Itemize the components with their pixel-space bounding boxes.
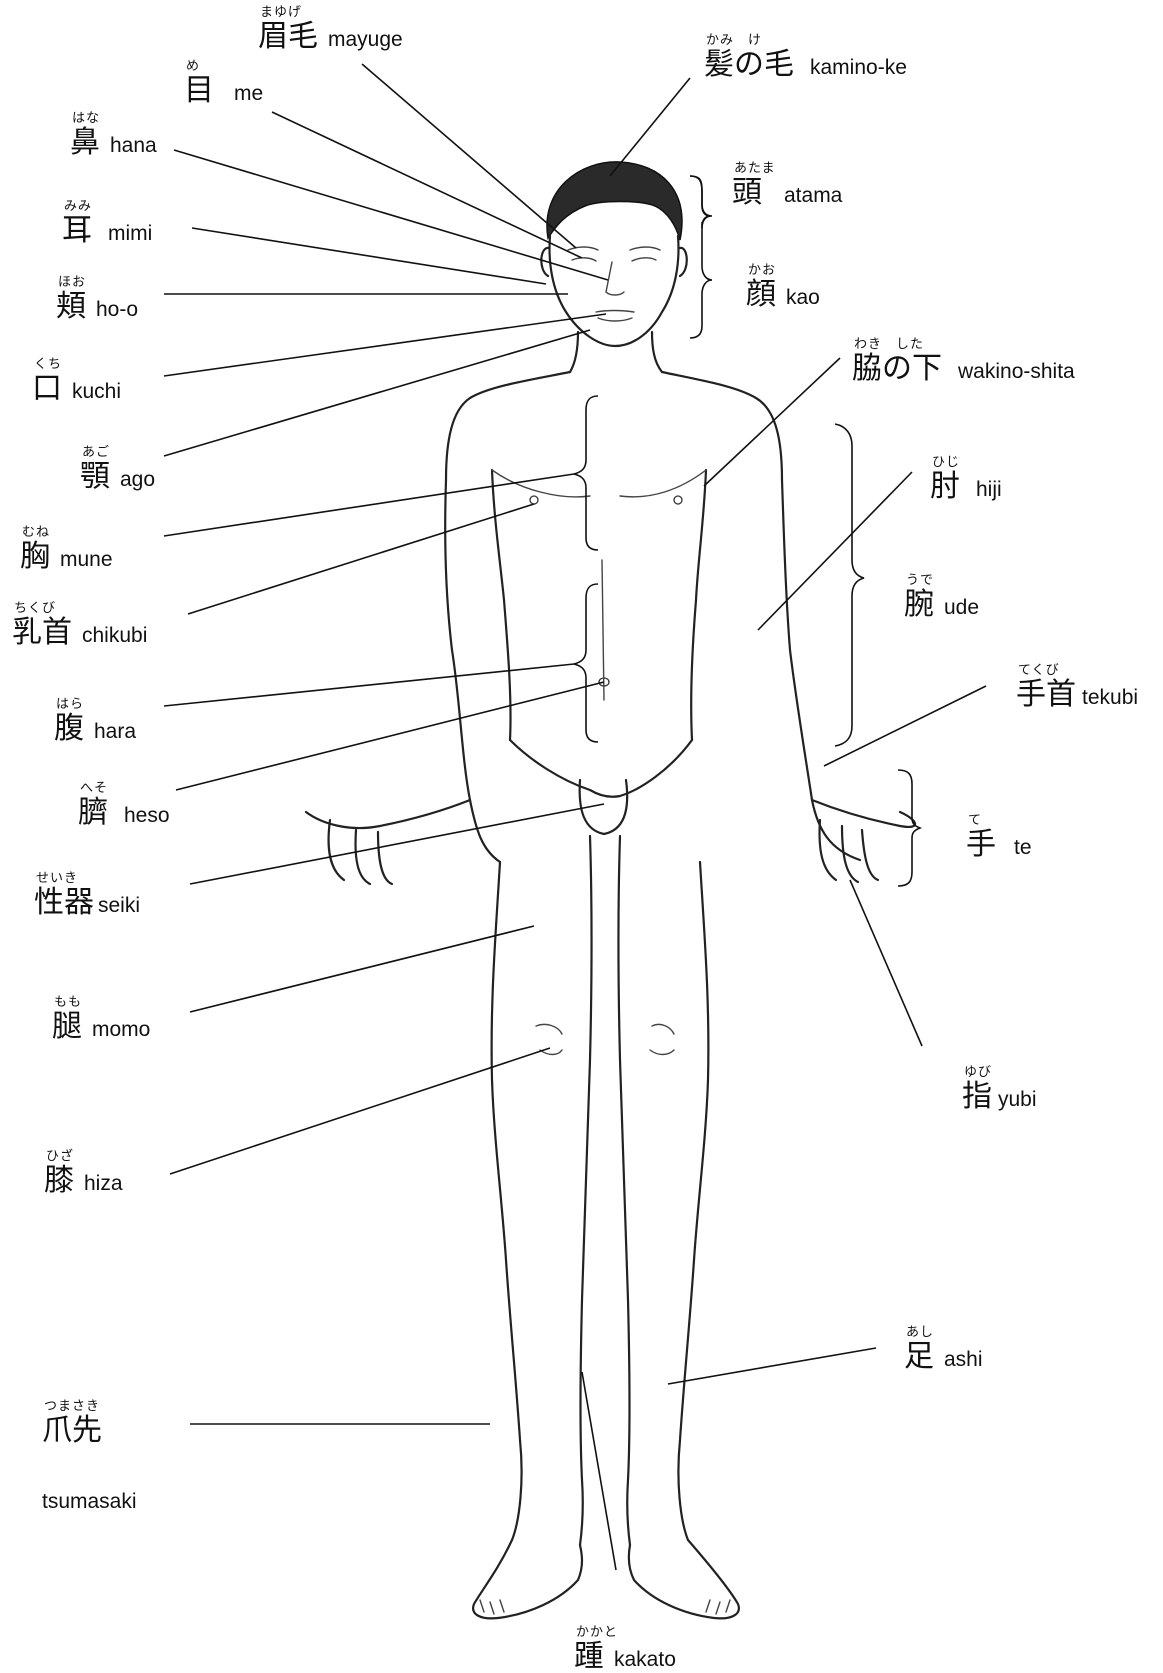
leader-hiji (758, 472, 912, 630)
leader-mayuge (362, 64, 576, 248)
leader-wakinoshita (704, 358, 840, 486)
leader-yubi (850, 880, 922, 1046)
leader-chikubi (188, 504, 534, 614)
brace-hara (574, 584, 598, 742)
leader-hana (174, 150, 608, 280)
leader-ashi (668, 1348, 876, 1384)
leader-mune (164, 474, 574, 536)
leader-ago (164, 330, 590, 456)
brace-mune (574, 396, 598, 550)
leader-kaminoke (610, 78, 690, 176)
leader-me (272, 112, 582, 258)
label-tsumasaki: つまさき爪先 tsumasaki (42, 1400, 137, 1514)
leader-seiki (190, 804, 604, 884)
brace-ude (835, 424, 864, 746)
leader-tekubi (824, 686, 986, 766)
leader-mimi (192, 228, 546, 284)
leader-hara (164, 664, 574, 706)
brace-atama-kao (690, 176, 712, 338)
leader-kakato (582, 1372, 616, 1570)
leader-momo (190, 926, 534, 1012)
human-figure (306, 162, 915, 1618)
